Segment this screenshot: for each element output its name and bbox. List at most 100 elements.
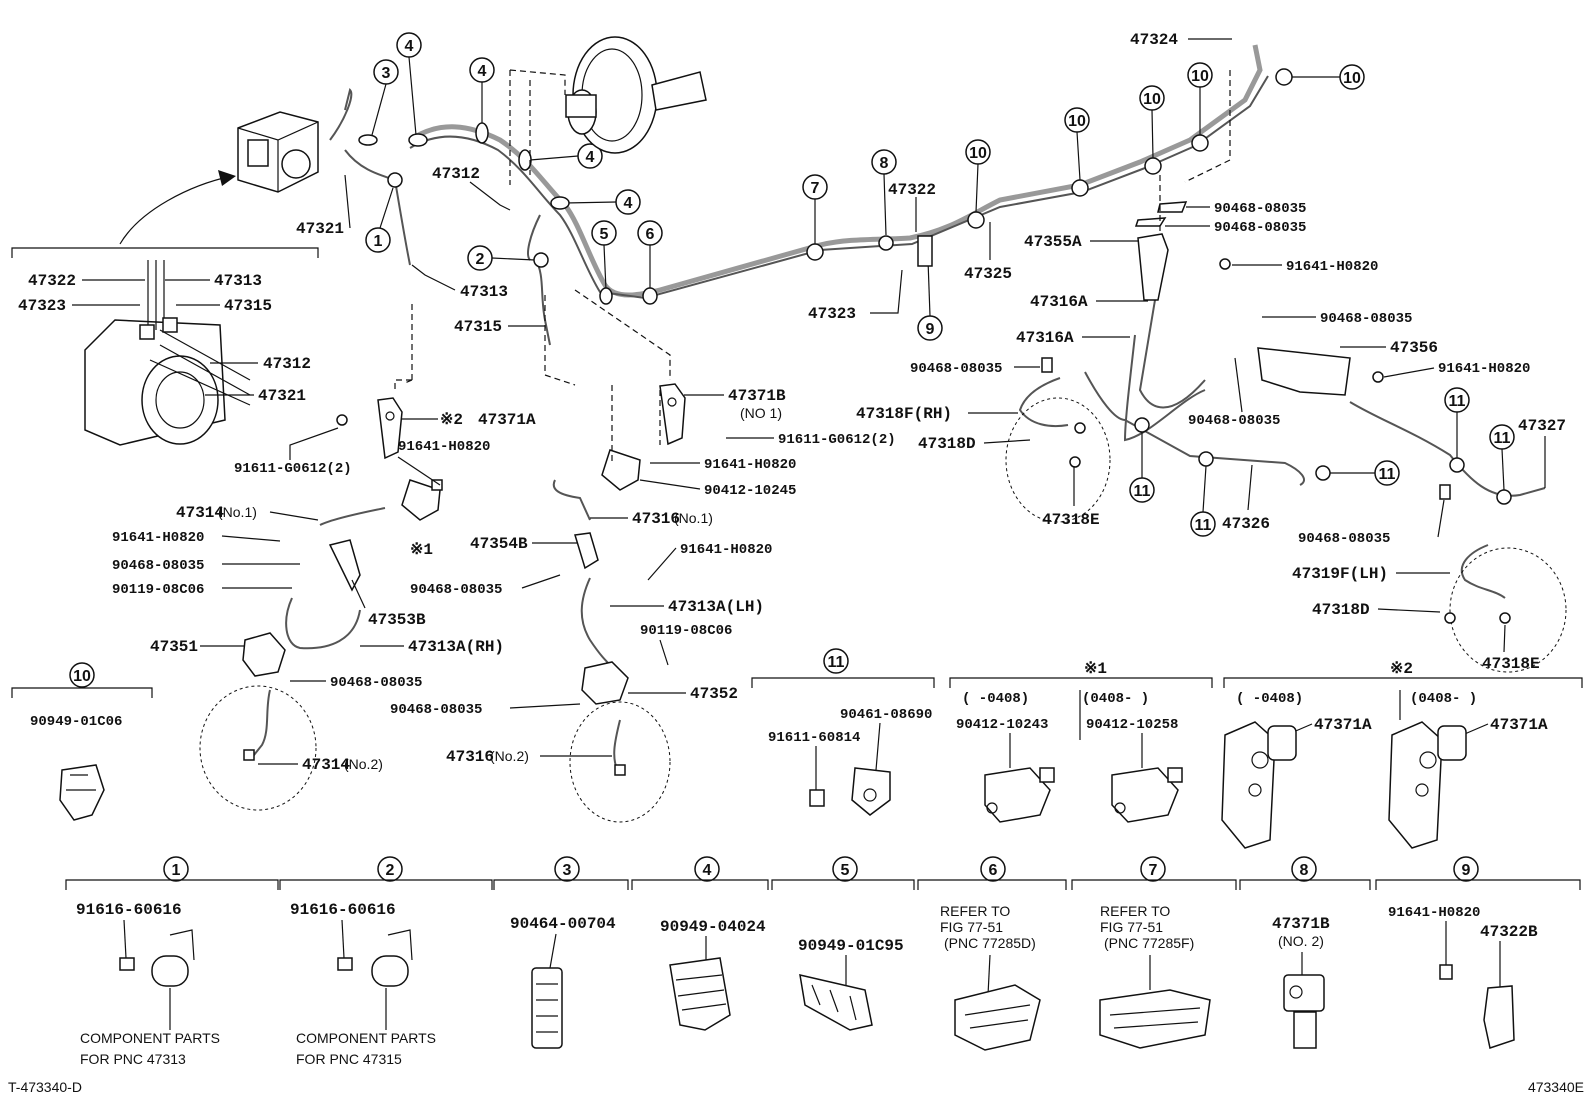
callout-10-c: 10 — [1139, 85, 1165, 175]
callout-11-a: 11 — [1129, 417, 1155, 503]
label-91641-a: 91641-H0820 — [1286, 259, 1378, 275]
svg-text:6: 6 — [646, 226, 655, 243]
note2-range-b: (0408- ) — [1410, 691, 1477, 707]
callout-8: 8 — [871, 149, 897, 251]
svg-text:10: 10 — [73, 668, 91, 685]
label-91611-a: 91611-G0612(2) — [234, 461, 352, 477]
callout-11-e: 11 — [1489, 424, 1515, 505]
label-90412-10243: 90412-10243 — [956, 717, 1048, 733]
ref-6-line3: (PNC 77285D) — [944, 935, 1036, 951]
svg-text:8: 8 — [1300, 862, 1309, 879]
label-47313-inset: 47313 — [214, 272, 262, 290]
svg-text:11: 11 — [1195, 517, 1212, 534]
label-47323-inset: 47323 — [18, 297, 66, 315]
callout-10-e: 10 — [1275, 64, 1365, 90]
svg-text:9: 9 — [926, 321, 935, 338]
front-lh-bracket-assembly — [544, 289, 686, 823]
svg-text:7: 7 — [1149, 862, 1158, 879]
callout-10-a: 10 — [965, 139, 991, 229]
svg-text:11: 11 — [828, 654, 845, 671]
note1-mark: ※1 — [410, 541, 433, 559]
label-47319F-LH: 47319F(LH) — [1292, 565, 1388, 583]
label-47322-top: 47322 — [888, 181, 936, 199]
label-47316A-b: 47316A — [1016, 329, 1074, 347]
svg-text:3: 3 — [563, 862, 572, 879]
svg-text:10: 10 — [1068, 113, 1086, 130]
label-91641-f: 91641-H0820 — [680, 542, 772, 558]
callout-4-a: 4 — [396, 32, 428, 147]
label-47315-inset: 47315 — [224, 297, 272, 315]
note-1-group: ※1 ( -0408) (0408- ) 90412-10243 90412-1… — [949, 660, 1213, 823]
svg-text:10: 10 — [969, 145, 987, 162]
callout-9: 9 — [917, 235, 943, 341]
label-47314-no2-sfx: (No.2) — [344, 756, 383, 772]
label-47313-mid: 47313 — [460, 283, 508, 301]
callout-11-c: 11 — [1315, 460, 1400, 486]
callout-2: 2 — [467, 245, 549, 271]
bottom-group-3: 3 90464-00704 — [493, 856, 629, 1049]
label-47312-inset: 47312 — [263, 355, 311, 373]
bottom-group-1: 1 91616-60616 COMPONENT PARTS FOR PNC 47… — [65, 856, 279, 1067]
svg-text:1: 1 — [172, 862, 181, 879]
ref-6-line2: FIG 77-51 — [940, 919, 1003, 935]
label-91616-60616-b: 91616-60616 — [290, 901, 396, 919]
label-90468-i: 90468-08035 — [410, 582, 502, 598]
label-47316-no1-sfx: (No.1) — [674, 510, 713, 526]
bottom-group-4: 4 90949-04024 — [631, 856, 769, 1031]
front-rh-bracket-assembly — [199, 300, 443, 811]
note-component-parts-2: COMPONENT PARTS — [296, 1030, 436, 1046]
label-90468-c: 90468-08035 — [1320, 311, 1412, 327]
svg-text:11: 11 — [1449, 393, 1466, 410]
svg-text:6: 6 — [989, 862, 998, 879]
inset-actuator — [11, 247, 319, 446]
svg-text:9: 9 — [1462, 862, 1471, 879]
note-for-pnc-47315: FOR PNC 47315 — [296, 1051, 402, 1067]
callout-7: 7 — [802, 174, 828, 261]
callout-4-b: 4 — [469, 57, 495, 144]
label-47314-no2: 47314 — [302, 756, 350, 774]
bottom-group-9: 9 91641-H0820 47322B — [1375, 856, 1581, 1049]
note-2-group: ※2 ( -0408) (0408- ) 47371A 47371A — [1221, 660, 1583, 849]
footer-left-code: T-473340-D — [8, 1079, 82, 1095]
label-91611-b: 91611-G0612(2) — [778, 432, 896, 448]
callout-5: 5 — [591, 220, 617, 305]
group-10: 10 90949-01C06 — [11, 662, 153, 821]
label-91641-c: 91641-H0820 — [398, 439, 490, 455]
label-47326: 47326 — [1222, 515, 1270, 533]
label-47313A-LH: 47313A(LH) — [668, 598, 764, 616]
label-90468-f: 90468-08035 — [1298, 531, 1390, 547]
label-47371A-main: 47371A — [478, 411, 536, 429]
svg-text:1: 1 — [374, 233, 383, 250]
part-labels: 47324 47312 47321 47322 47325 47323 4731… — [18, 31, 1566, 774]
label-90464-00704: 90464-00704 — [510, 915, 616, 933]
svg-text:11: 11 — [1379, 466, 1396, 483]
label-90468-g: 90468-08035 — [112, 558, 204, 574]
label-47318F-RH: 47318F(RH) — [856, 405, 952, 423]
svg-text:3: 3 — [382, 65, 391, 82]
label-90412-10258: 90412-10258 — [1086, 717, 1178, 733]
ref-7-line2: FIG 77-51 — [1100, 919, 1163, 935]
svg-text:5: 5 — [600, 226, 609, 243]
label-47316-no2: 47316 — [446, 748, 494, 766]
label-47355A: 47355A — [1024, 233, 1082, 251]
label-47318D-a: 47318D — [918, 435, 976, 453]
label-91616-60616-a: 91616-60616 — [76, 901, 182, 919]
bottom-group-2: 2 91616-60616 COMPONENT PARTS FOR PNC 47… — [279, 856, 493, 1067]
label-47371B-no2: 47371B — [1272, 915, 1330, 933]
label-90949-04024: 90949-04024 — [660, 918, 766, 936]
note2-title: ※2 — [1390, 660, 1413, 678]
label-91641-b: 91641-H0820 — [1438, 361, 1530, 377]
label-90119-b: 90119-08C06 — [640, 623, 732, 639]
callout-11-b: 11 — [1190, 451, 1216, 537]
svg-text:11: 11 — [1494, 430, 1511, 447]
label-91611-60814: 91611-60814 — [768, 730, 860, 746]
svg-text:4: 4 — [624, 195, 633, 212]
note2-mark-47371A: ※2 — [440, 411, 463, 429]
label-90412-10245: 90412-10245 — [704, 483, 796, 499]
callout-6: 6 — [637, 220, 663, 305]
label-47322-inset: 47322 — [28, 272, 76, 290]
bottom-group-7: 7 REFER TO FIG 77-51 (PNC 77285F) — [1071, 856, 1237, 1049]
label-91641-H0820-g9: 91641-H0820 — [1388, 905, 1480, 921]
label-90468-d: 90468-08035 — [1188, 413, 1280, 429]
